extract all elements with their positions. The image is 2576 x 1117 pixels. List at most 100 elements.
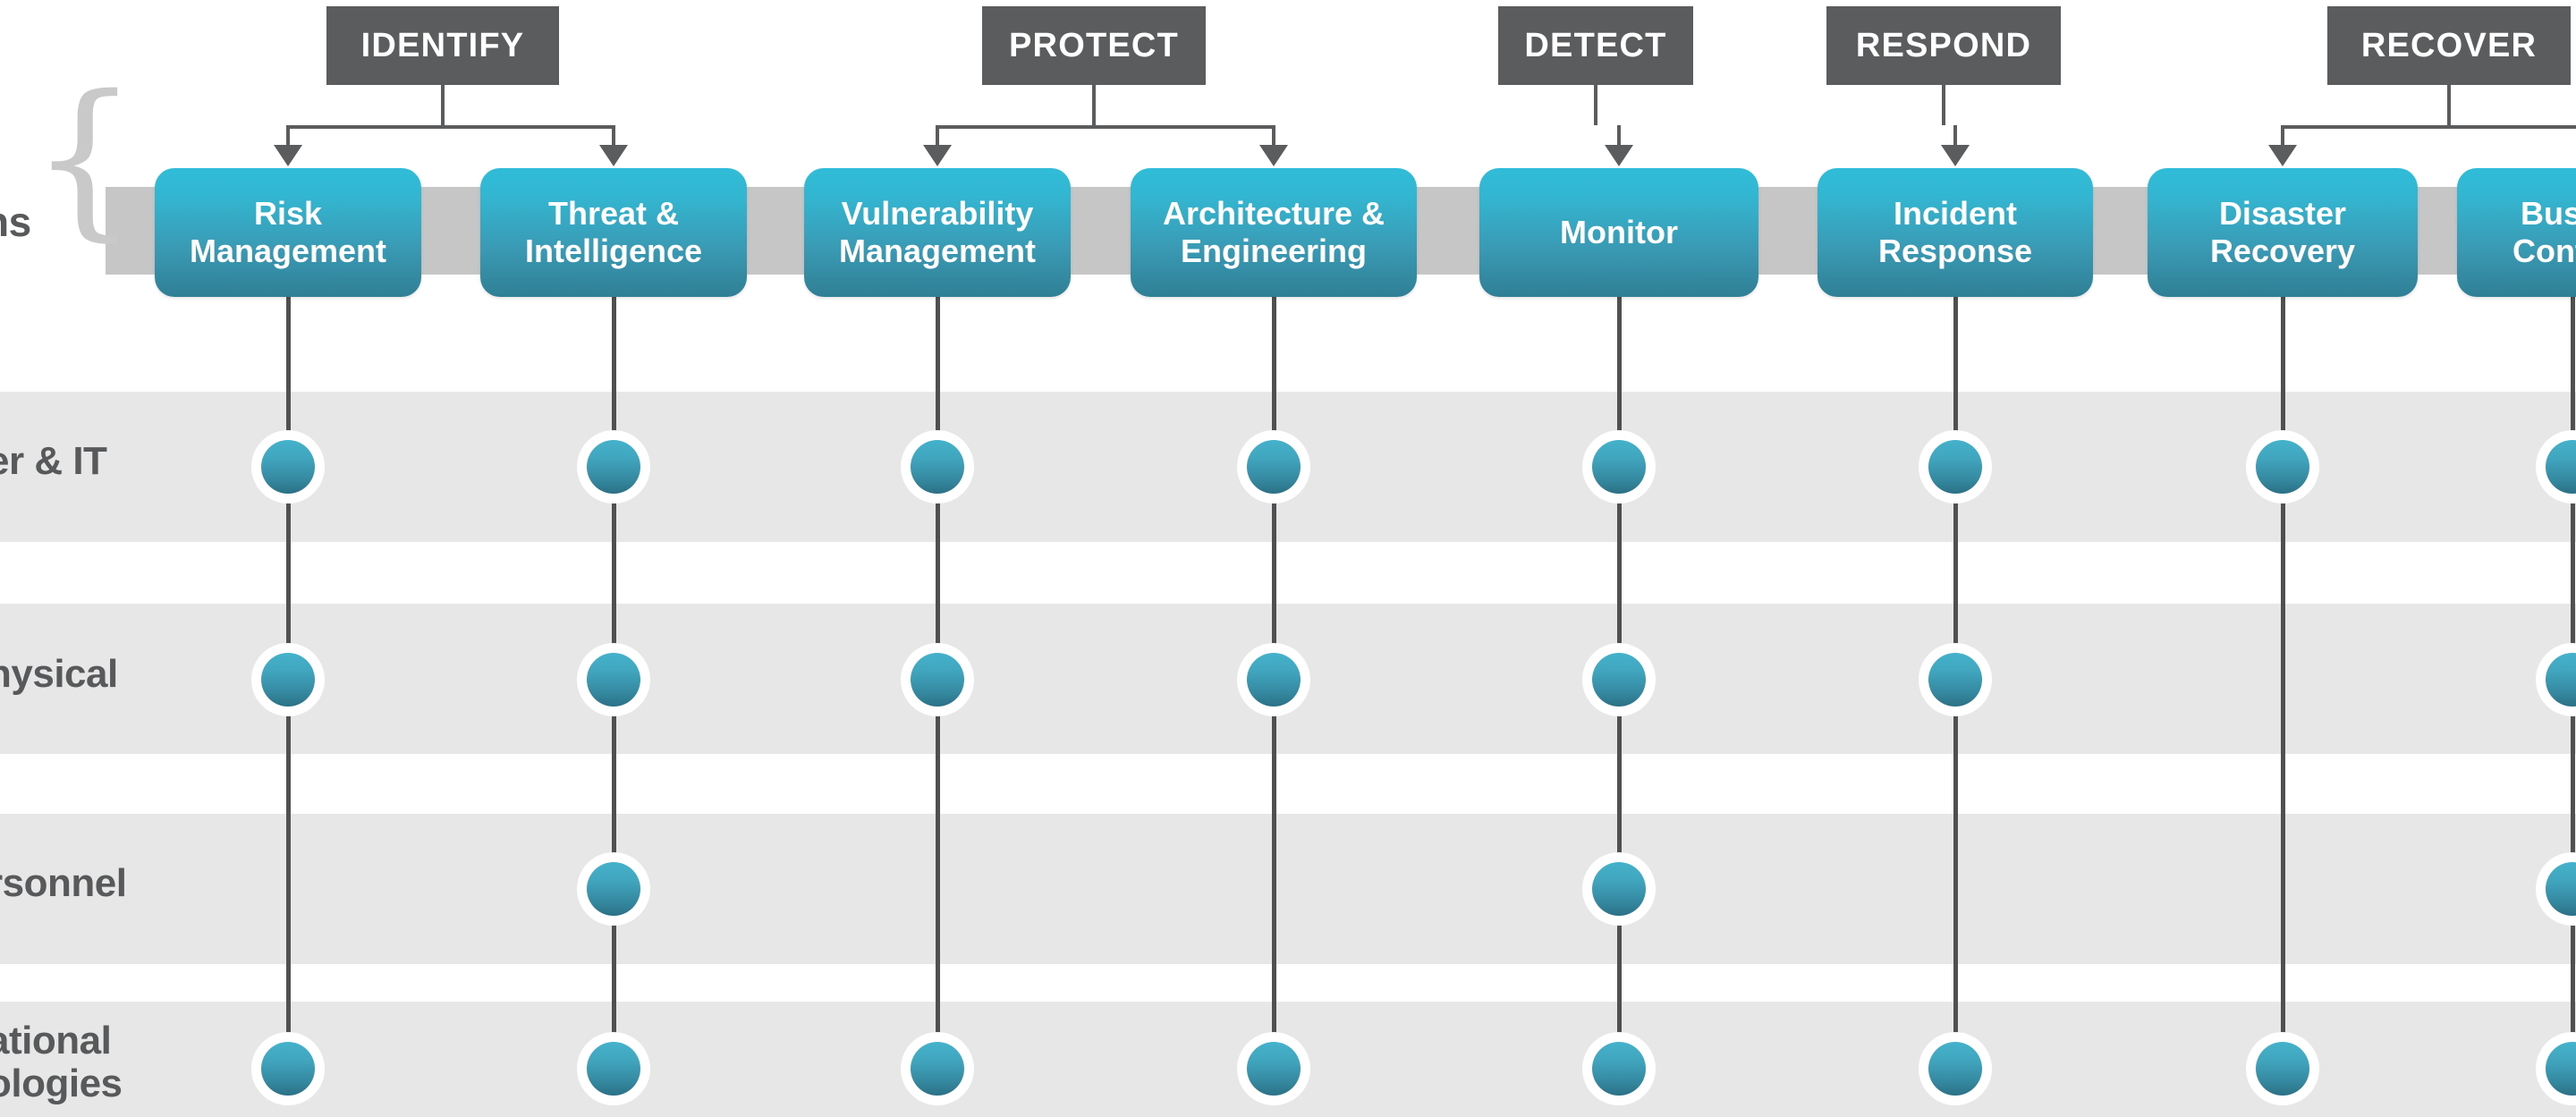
matrix-dot[interactable] (2246, 1032, 2319, 1105)
matrix-dot-core (1592, 862, 1646, 916)
function-connector-stem (2447, 85, 2451, 125)
matrix-dot-core (2546, 653, 2576, 707)
capability-axis-label: ns (0, 199, 31, 245)
column-connector-segment (2281, 680, 2285, 889)
matrix-dot[interactable] (901, 1032, 974, 1105)
matrix-dot[interactable] (1582, 852, 1656, 926)
function-connector-drop (1617, 125, 1621, 145)
function-connector-bar (288, 125, 614, 129)
function-connector-drop (286, 125, 290, 145)
matrix-dot[interactable] (1582, 430, 1656, 503)
column-connector-segment (936, 889, 940, 1069)
matrix-dot[interactable] (577, 643, 650, 716)
capability-group-brace: { (30, 59, 139, 257)
row-label-2: rsonnel (0, 861, 127, 905)
function-connector-arrow (1605, 145, 1633, 166)
function-connector-arrow (599, 145, 628, 166)
column-connector-segment (1617, 680, 1622, 889)
column-connector-segment (1953, 889, 1958, 1069)
column-connector-segment (286, 297, 291, 467)
matrix-dot[interactable] (577, 1032, 650, 1105)
capability-capsule-6[interactable]: Disaster Recovery (2148, 168, 2418, 297)
function-header-detect[interactable]: DETECT (1498, 6, 1693, 85)
capability-capsule-7[interactable]: Business Continuity (2457, 168, 2576, 297)
capability-capsule-3[interactable]: Architecture & Engineering (1131, 168, 1417, 297)
column-connector-segment (1953, 297, 1958, 467)
column-connector-segment (1272, 889, 1276, 1069)
matrix-dot[interactable] (1582, 643, 1656, 716)
matrix-dot[interactable] (1237, 643, 1310, 716)
function-connector-stem (441, 85, 445, 125)
capability-capsule-4[interactable]: Monitor (1479, 168, 1758, 297)
column-connector-segment (1617, 467, 1622, 680)
function-connector-drop (1953, 125, 1957, 145)
matrix-dot-core (1928, 1042, 1982, 1096)
function-header-identify[interactable]: IDENTIFY (326, 6, 559, 85)
column-connector-segment (2571, 680, 2575, 889)
matrix-dot[interactable] (251, 1032, 325, 1105)
capability-capsule-0[interactable]: Risk Management (155, 168, 421, 297)
matrix-dot[interactable] (1582, 1032, 1656, 1105)
function-connector-stem (1092, 85, 1096, 125)
matrix-dot-core (2256, 440, 2309, 494)
function-connector-drop (1272, 125, 1275, 145)
matrix-dot[interactable] (251, 643, 325, 716)
matrix-dot[interactable] (2246, 430, 2319, 503)
function-connector-bar (937, 125, 1274, 129)
column-connector-segment (1617, 889, 1622, 1069)
column-connector-segment (612, 297, 616, 467)
matrix-dot-core (1247, 440, 1301, 494)
matrix-dot-core (2546, 440, 2576, 494)
matrix-dot-core (911, 653, 964, 707)
column-connector-segment (1953, 680, 1958, 889)
row-label-0: er & IT (0, 439, 107, 483)
matrix-dot-core (587, 1042, 640, 1096)
column-connector-segment (1617, 297, 1622, 467)
column-connector-segment (1272, 297, 1276, 467)
function-connector-drop (612, 125, 615, 145)
matrix-dot[interactable] (901, 643, 974, 716)
function-connector-stem (1594, 85, 1597, 125)
column-connector-segment (936, 467, 940, 680)
column-connector-segment (2571, 889, 2575, 1069)
matrix-dot-core (587, 440, 640, 494)
column-connector-segment (286, 467, 291, 680)
column-connector-segment (936, 297, 940, 467)
function-connector-drop (2281, 125, 2284, 145)
matrix-dot[interactable] (1919, 1032, 1992, 1105)
matrix-dot[interactable] (1237, 430, 1310, 503)
matrix-dot[interactable] (901, 430, 974, 503)
function-header-respond[interactable]: RESPOND (1826, 6, 2061, 85)
function-header-protect[interactable]: PROTECT (982, 6, 1206, 85)
row-label-1: hysical (0, 652, 118, 696)
matrix-dot-core (911, 440, 964, 494)
matrix-dot-core (261, 1042, 315, 1096)
matrix-dot[interactable] (251, 430, 325, 503)
matrix-dot-core (911, 1042, 964, 1096)
column-connector-segment (612, 680, 616, 889)
function-connector-arrow (2268, 145, 2297, 166)
matrix-dot-core (261, 440, 315, 494)
matrix-dot[interactable] (1237, 1032, 1310, 1105)
matrix-dot[interactable] (577, 852, 650, 926)
column-connector-segment (2571, 297, 2575, 467)
matrix-dot[interactable] (1919, 643, 1992, 716)
matrix-dot[interactable] (577, 430, 650, 503)
function-connector-arrow (274, 145, 302, 166)
column-connector-segment (2281, 467, 2285, 680)
column-connector-segment (286, 889, 291, 1069)
function-header-recover[interactable]: RECOVER (2327, 6, 2571, 85)
matrix-dot-core (587, 653, 640, 707)
column-connector-segment (1953, 467, 1958, 680)
column-connector-segment (2571, 467, 2575, 680)
capability-capsule-1[interactable]: Threat & Intelligence (480, 168, 747, 297)
matrix-dot-core (1247, 653, 1301, 707)
column-connector-segment (1272, 467, 1276, 680)
capability-capsule-5[interactable]: Incident Response (1818, 168, 2093, 297)
function-connector-arrow (1941, 145, 1970, 166)
function-connector-arrow (1259, 145, 1288, 166)
matrix-dot[interactable] (1919, 430, 1992, 503)
column-connector-segment (936, 680, 940, 889)
capability-capsule-2[interactable]: Vulnerability Management (804, 168, 1071, 297)
